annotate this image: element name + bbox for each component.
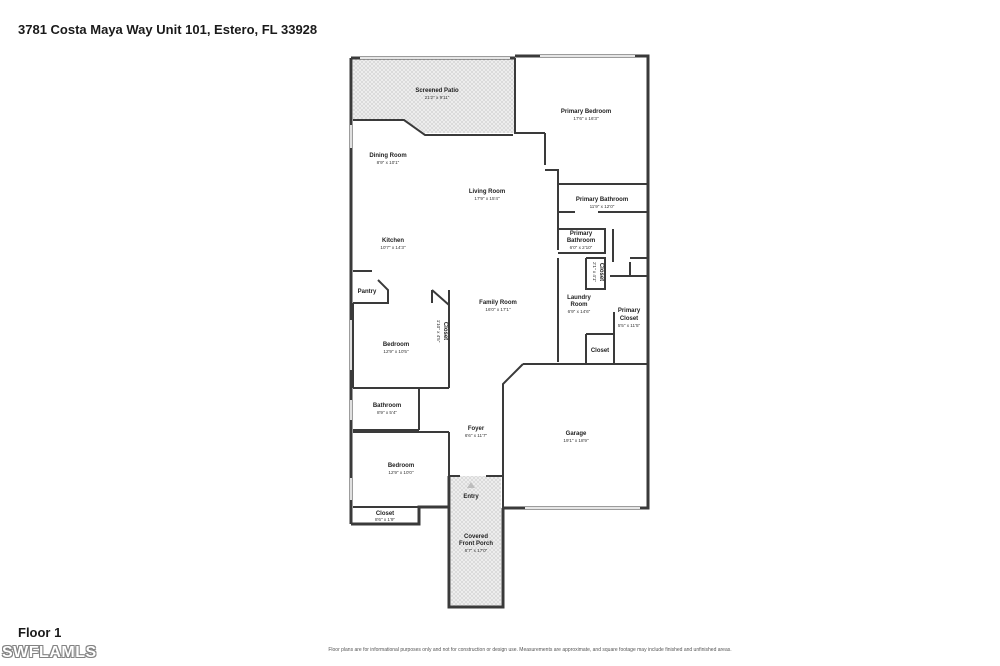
dims-closet-small: 2'1" x 4'1" <box>592 262 597 282</box>
dims-primary-bedroom: 17'6" x 16'3" <box>573 116 599 121</box>
label-closet-bed2: Closet <box>376 511 394 517</box>
label-bathroom: Bathroom <box>373 403 401 409</box>
mls-watermark: SWFLAMLS <box>2 644 97 661</box>
label-primary-bathroom-2-line2: Bathroom <box>567 238 595 244</box>
label-dining-room: Dining Room <box>369 153 406 159</box>
covered-porch-floor <box>451 476 501 607</box>
floor-label: Floor 1 <box>18 625 62 640</box>
label-covered-porch-line1: Covered <box>464 534 488 540</box>
label-primary-closet-line1: Primary <box>618 308 641 314</box>
label-primary-bathroom: Primary Bathroom <box>576 197 628 203</box>
dims-dining-room: 8'9" x 10'1" <box>377 160 400 165</box>
dims-covered-porch: 6'7" x 17'0" <box>465 548 488 553</box>
dims-family-room: 16'0" x 17'1" <box>485 307 511 312</box>
dims-closet-bed2: 8'6" x 1'9" <box>375 517 395 522</box>
dims-screened-patio: 21'2" x 9'11" <box>425 95 450 100</box>
label-bedroom-1: Bedroom <box>383 342 409 348</box>
dims-primary-bathroom: 11'9" x 12'0" <box>590 204 615 209</box>
dims-bathroom: 8'9" x 5'4" <box>377 410 397 415</box>
dims-living-room: 17'9" x 15'4" <box>474 196 500 201</box>
dims-bedroom-1: 12'9" x 10'5" <box>383 349 409 354</box>
dims-closet-bed1: 1'10" x 4'5" <box>436 320 441 343</box>
dims-bedroom-2: 12'9" x 10'0" <box>388 470 414 475</box>
label-kitchen: Kitchen <box>382 238 404 244</box>
disclaimer-text: Floor plans are for informational purpos… <box>328 647 732 653</box>
label-closet-mid: Closet <box>591 348 609 354</box>
dims-foyer: 6'6" x 11'7" <box>465 433 488 438</box>
label-living-room: Living Room <box>469 189 505 195</box>
label-closet-bed1: Closet <box>442 322 448 340</box>
label-entry: Entry <box>463 494 479 500</box>
label-primary-bedroom: Primary Bedroom <box>561 109 611 115</box>
label-closet-small: Closet <box>598 263 604 281</box>
screened-patio-floor <box>353 58 515 133</box>
dims-garage: 19'1" x 18'9" <box>563 438 589 443</box>
label-pantry: Pantry <box>358 289 377 295</box>
entry-arrow-icon <box>467 482 475 488</box>
dims-primary-bathroom-2: 6'0" x 2'10" <box>570 245 593 250</box>
label-garage: Garage <box>566 431 587 437</box>
label-laundry-room-line2: Room <box>571 302 588 308</box>
label-bedroom-2: Bedroom <box>388 463 414 469</box>
property-address: 3781 Costa Maya Way Unit 101, Estero, FL… <box>18 22 318 37</box>
interior-walls <box>352 58 648 508</box>
dims-kitchen: 10'7" x 14'3" <box>380 245 406 250</box>
room-labels: Screened Patio 21'2" x 9'11" Primary Bed… <box>358 88 641 553</box>
label-covered-porch-line2: Front Porch <box>459 541 493 547</box>
windows <box>350 55 640 509</box>
label-family-room: Family Room <box>479 300 517 306</box>
label-primary-bathroom-2-line1: Primary <box>570 231 593 237</box>
label-laundry-room-line1: Laundry <box>567 295 591 301</box>
dims-laundry-room: 6'9" x 14'6" <box>568 309 591 314</box>
label-screened-patio: Screened Patio <box>415 88 459 94</box>
dims-primary-closet: 5'5" x 11'5" <box>618 323 641 328</box>
label-foyer: Foyer <box>468 426 485 432</box>
label-primary-closet-line2: Closet <box>620 316 638 322</box>
